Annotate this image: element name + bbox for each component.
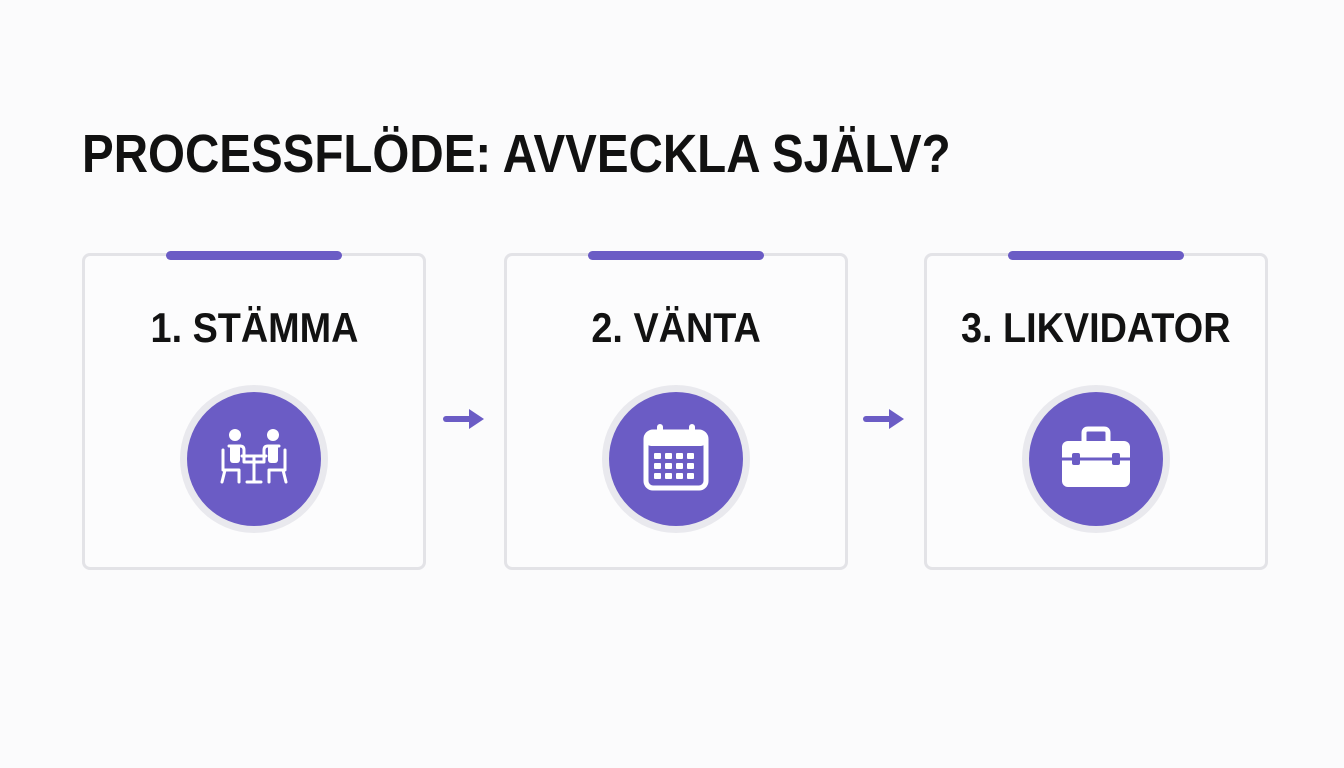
step-label: 1. STÄMMA <box>150 304 358 351</box>
page-title: PROCESSFLÖDE: AVVECKLA SJÄLV? <box>82 124 951 184</box>
accent-bar <box>1008 251 1184 260</box>
step-label: 3. LIKVIDATOR <box>961 304 1231 351</box>
accent-bar <box>166 251 342 260</box>
arrow-right-icon <box>443 409 484 429</box>
calendar-icon <box>643 424 709 491</box>
icon-badge <box>602 385 750 533</box>
step-title: 3. LIKVIDATOR <box>927 304 1265 352</box>
briefcase-icon <box>1062 426 1130 487</box>
step-title: 2. VÄNTA <box>507 304 845 352</box>
step-card-2: 2. VÄNTA <box>504 251 848 570</box>
icon-badge <box>180 385 328 533</box>
step-card-1: 1. STÄMMA <box>82 251 426 570</box>
icon-badge <box>1022 385 1170 533</box>
step-card-3: 3. LIKVIDATOR <box>924 251 1268 570</box>
meeting-icon <box>220 429 288 484</box>
arrow-right-icon <box>863 409 904 429</box>
step-title: 1. STÄMMA <box>85 304 423 352</box>
step-label: 2. VÄNTA <box>591 304 761 351</box>
accent-bar <box>588 251 764 260</box>
